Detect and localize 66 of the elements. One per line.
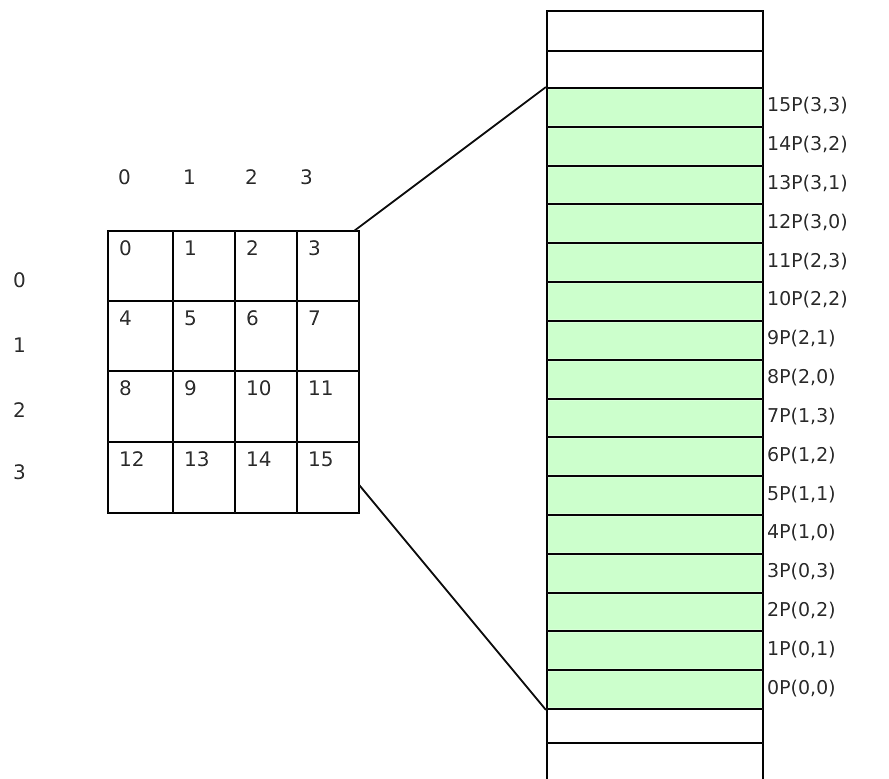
- address-label: 10P(2,2): [767, 288, 848, 310]
- memory-cell: [546, 281, 764, 322]
- empty-memory-cell: [546, 10, 764, 52]
- cell-number: 6: [246, 306, 259, 330]
- memory-cell: [546, 475, 764, 516]
- grid-cell: [296, 441, 360, 514]
- zoom-line: [353, 86, 547, 232]
- address-label: 6P(1,2): [767, 444, 836, 466]
- grid-cell: [107, 230, 174, 302]
- memory-cell: [546, 126, 764, 167]
- cell-number: 11: [308, 376, 334, 400]
- cell-number: 3: [308, 236, 321, 260]
- cell-number: 13: [184, 447, 210, 471]
- address-label: 5P(1,1): [767, 482, 836, 505]
- memory-cell: [546, 630, 764, 672]
- memory-cell: [546, 242, 764, 284]
- memory-cell: [546, 320, 764, 361]
- address-label: 1P(0,1): [767, 638, 836, 660]
- memory-cell: [546, 87, 764, 128]
- memory-cell: [546, 669, 764, 710]
- cell-number: 0: [119, 236, 132, 260]
- memory-cell: [546, 436, 764, 478]
- row-index: 2: [13, 398, 26, 422]
- grid-cell: [296, 230, 360, 302]
- cell-number: 5: [184, 306, 197, 330]
- cell-number: 14: [246, 447, 272, 471]
- empty-memory-cell: [546, 708, 764, 744]
- column-index: 2: [245, 165, 258, 189]
- column-index: 3: [300, 165, 313, 189]
- address-label: 11P(2,3): [767, 250, 848, 272]
- cell-number: 2: [246, 236, 259, 260]
- memory-cell: [546, 358, 764, 400]
- memory-cell: [546, 164, 764, 206]
- memory-cell: [546, 592, 764, 632]
- cell-number: 10: [246, 376, 272, 400]
- row-index: 1: [13, 333, 26, 357]
- cell-number: 8: [119, 376, 132, 400]
- address-label: 15P(3,3): [767, 94, 848, 116]
- address-label: 4P(1,0): [767, 521, 836, 544]
- memory-cell: [546, 398, 764, 438]
- memory-cell: [546, 552, 764, 594]
- address-label: 2P(0,2): [767, 598, 836, 621]
- empty-memory-cell: [546, 742, 764, 779]
- cell-number: 15: [308, 447, 334, 471]
- memory-cell: [546, 203, 764, 244]
- cell-number: 1: [184, 236, 197, 260]
- column-index: 0: [118, 165, 131, 189]
- zoom-line: [358, 484, 547, 711]
- address-label: 8P(2,0): [767, 366, 836, 388]
- address-label: 7P(1,3): [767, 404, 836, 427]
- address-label: 12P(3,0): [767, 210, 848, 233]
- row-index: 0: [13, 268, 26, 292]
- grid-cell: [107, 441, 174, 514]
- empty-memory-cell: [546, 50, 764, 89]
- cell-number: 7: [308, 306, 321, 330]
- address-label: 9P(2,1): [767, 327, 836, 350]
- cell-number: 9: [184, 376, 197, 400]
- column-index: 1: [183, 165, 196, 189]
- row-index: 3: [13, 460, 26, 484]
- memory-cell: [546, 514, 764, 555]
- cell-number: 12: [119, 447, 144, 471]
- address-label: 14P(3,2): [767, 133, 848, 156]
- cell-number: 4: [119, 306, 132, 330]
- address-label: 3P(0,3): [767, 560, 836, 582]
- address-label: 0P(0,0): [767, 676, 836, 699]
- address-label: 13P(3,1): [767, 172, 848, 194]
